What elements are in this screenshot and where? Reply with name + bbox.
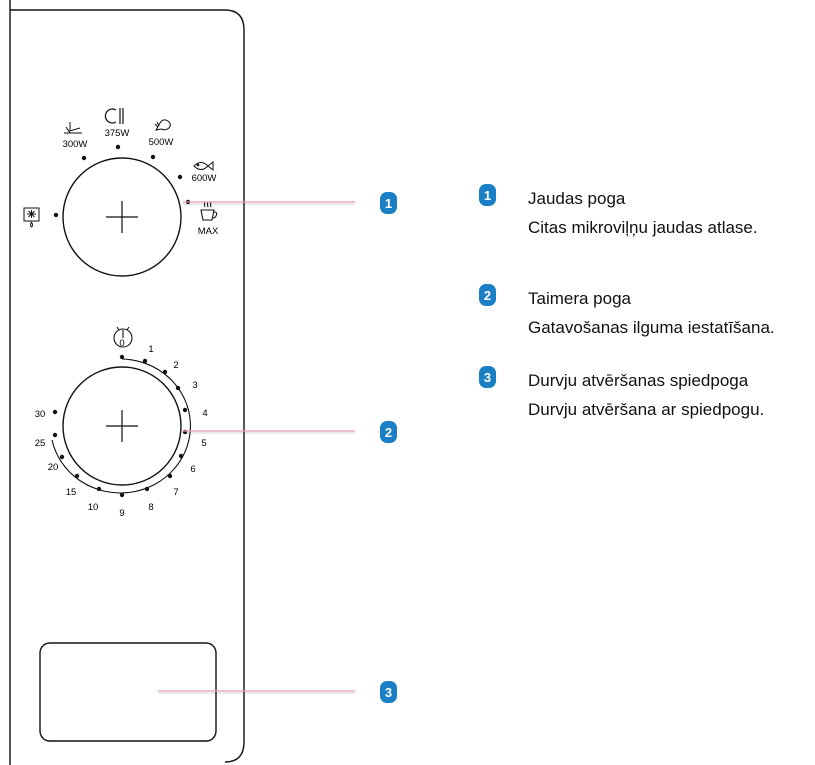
timer-tick-group: 0 1 2 3 4 5 6 7 8 9 10 15 20 25 30 [35,338,208,519]
svg-text:1: 1 [385,196,392,211]
timer-tick-dot [182,407,188,413]
power-label-300w: 300W [63,139,88,150]
timer-tick-dot [96,486,102,492]
legend-description-1: Citas mikroviļņu jaudas atlase. [528,218,758,237]
control-panel-outline [9,0,245,765]
callout-badge-2: 2 [380,421,397,443]
fish-icon [193,160,214,172]
legend-title-1: Jaudas poga [528,189,626,208]
legend-description-2: Gatavošanas ilguma iestatīšana. [528,318,775,337]
timer-tick-dot [74,473,80,479]
timer-tick-dot [119,354,125,360]
defrost-icon [23,207,40,228]
poultry-icon [154,119,171,131]
timer-tick-dot [52,409,58,415]
plate-cutlery-icon [104,108,124,124]
power-dot-375w [115,144,121,150]
power-label-600w: 600W [192,173,217,184]
power-dot-600w [177,174,183,180]
timer-tick-label: 2 [173,360,178,371]
timer-tick-label: 8 [148,502,153,513]
legend-title-3: Durvju atvēršanas spiedpoga [528,371,749,390]
power-label-500w: 500W [149,137,174,148]
timer-tick-label: 0 [119,338,124,349]
legend-badge-2: 2 [479,284,496,306]
timer-tick-dot [144,486,150,492]
timer-tick-dot [52,432,58,438]
svg-text:1: 1 [484,188,491,203]
timer-tick-dot [59,454,65,460]
timer-tick-dot [167,473,173,479]
timer-tick-label: 7 [173,487,178,498]
timer-tick-dot [175,385,181,391]
power-label-375w: 375W [105,128,130,139]
legend-title-2: Taimera poga [528,289,632,308]
timer-tick-label: 15 [66,487,77,498]
timer-tick-label: 4 [202,408,207,419]
svg-text:2: 2 [385,425,392,440]
reheat-icon [64,122,82,134]
timer-tick-label: 5 [201,438,206,449]
timer-tick-dot [119,492,125,498]
timer-tick-dot [142,358,148,364]
timer-knob[interactable] [62,366,182,486]
power-dot-500w [150,154,156,160]
callout-badge-3: 3 [380,681,397,703]
timer-tick-label: 1 [148,344,153,355]
legend-description-3: Durvju atvēršana ar spiedpogu. [528,400,765,419]
legend-badge-1: 1 [479,184,496,206]
timer-tick-dot [162,369,168,375]
power-dot-300w [81,155,87,161]
callout-badge-1: 1 [380,192,397,214]
timer-icon [113,326,133,348]
cup-icon [200,201,218,221]
power-knob[interactable] [62,157,182,277]
timer-tick-dot [178,453,184,459]
power-dot-defrost [53,212,59,218]
svg-text:3: 3 [484,370,491,385]
timer-tick-label: 20 [48,462,59,473]
timer-tick-label: 10 [88,502,99,513]
door-release-button[interactable] [39,642,217,742]
svg-text:2: 2 [484,288,491,303]
power-label-max: MAX [198,226,219,237]
timer-tick-label: 6 [190,464,195,475]
timer-tick-label: 30 [35,409,46,420]
svg-text:3: 3 [385,685,392,700]
timer-tick-label: 9 [119,508,124,519]
legend-badge-3: 3 [479,366,496,388]
timer-tick-label: 25 [35,438,46,449]
timer-tick-label: 3 [192,380,197,391]
